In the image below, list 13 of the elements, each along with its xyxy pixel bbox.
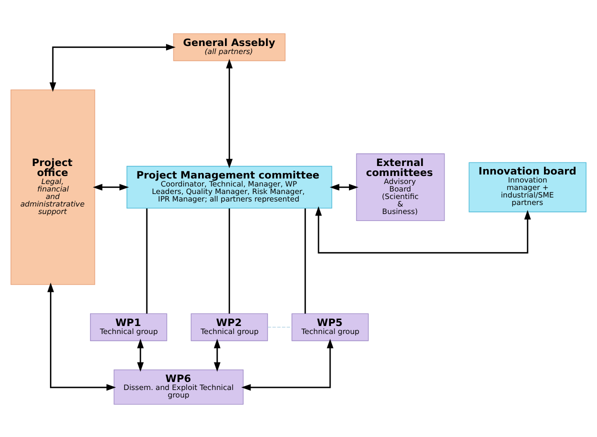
arrow xyxy=(92,183,129,190)
arrow xyxy=(47,282,116,390)
connector xyxy=(146,208,148,314)
arrow xyxy=(315,206,531,253)
connector xyxy=(304,208,306,314)
arrow xyxy=(50,43,176,92)
arrow xyxy=(241,338,334,390)
arrow xyxy=(226,58,233,168)
arrow xyxy=(214,338,220,372)
arrow xyxy=(137,338,144,372)
arrow xyxy=(330,183,358,190)
connector xyxy=(228,208,230,314)
connector xyxy=(267,326,292,328)
